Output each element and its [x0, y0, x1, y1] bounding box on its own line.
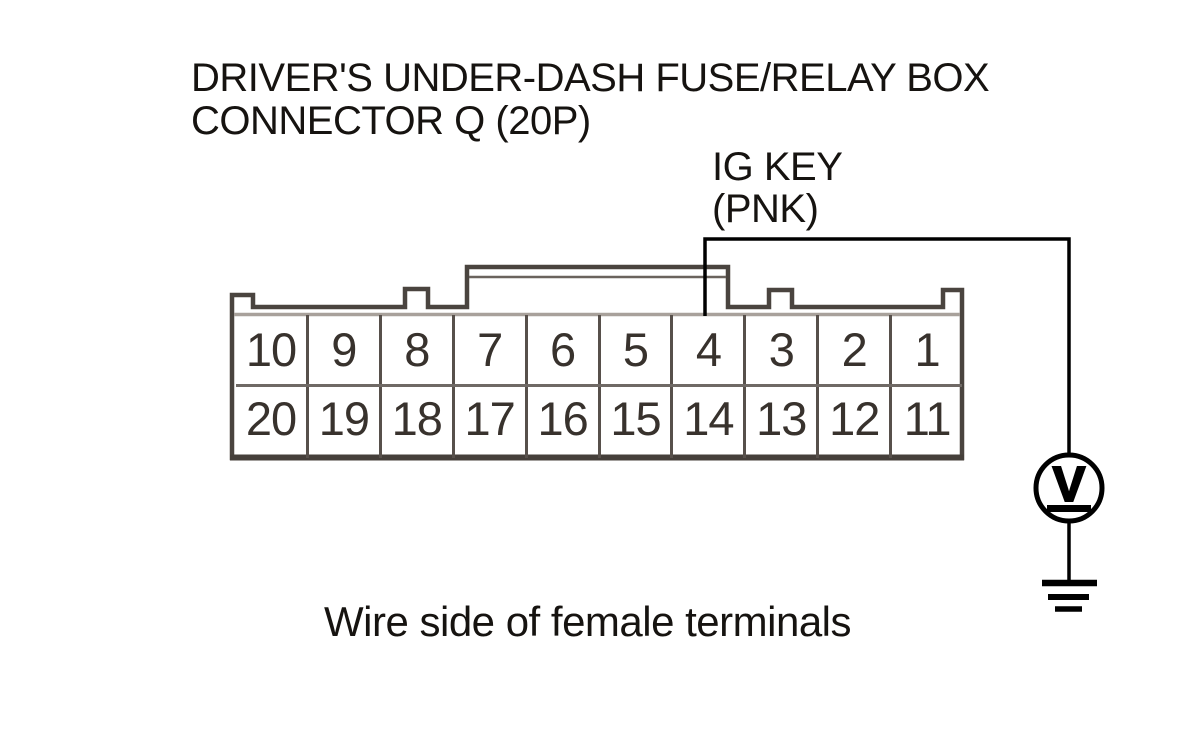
pin-cell-6: 6 [528, 315, 601, 384]
pin-cell-15: 15 [601, 387, 674, 458]
pin-cell-14: 14 [673, 387, 747, 458]
ground-symbol-icon [1042, 579, 1097, 612]
pin-cell-1: 1 [914, 323, 941, 376]
pin-cell-7: 7 [455, 315, 528, 384]
pin-cell-18: 18 [382, 387, 455, 458]
pin-cell-17: 17 [455, 387, 528, 458]
wire-pin4-to-voltmeter [703, 237, 1071, 454]
wire-signal-name: IG KEY [712, 145, 843, 189]
diagram-title-line2: CONNECTOR Q (20P) [191, 99, 591, 143]
pin-cell-8: 8 [382, 315, 455, 384]
pin-cell-20: 20 [236, 387, 309, 458]
diagram-title-line1: DRIVER'S UNDER-DASH FUSE/RELAY BOX [191, 56, 990, 100]
voltmeter-v-symbol: V [1053, 458, 1086, 512]
wire-color-code: (PNK) [712, 187, 819, 231]
pin-cell-16: 16 [528, 387, 601, 458]
pin-cell-19: 19 [309, 387, 382, 458]
pin-cell-2: 2 [819, 315, 893, 384]
pin-cell-10: 10 [236, 315, 309, 384]
pin-cell-11: 11 [903, 391, 952, 445]
diagram-caption: Wire side of female terminals [324, 598, 852, 645]
pin-cell-13: 13 [746, 387, 820, 458]
pin-cell-12: 12 [819, 387, 893, 458]
pin-cell-3: 3 [746, 315, 820, 384]
diagram-title: DRIVER'S UNDER-DASH FUSE/RELAY BOX CONNE… [191, 56, 990, 143]
pin-cell-9: 9 [309, 315, 382, 384]
wire-signal-label: IG KEY (PNK) [712, 145, 843, 231]
pin-cell-5: 5 [601, 315, 674, 384]
pin-cell-4: 4 [673, 315, 747, 384]
